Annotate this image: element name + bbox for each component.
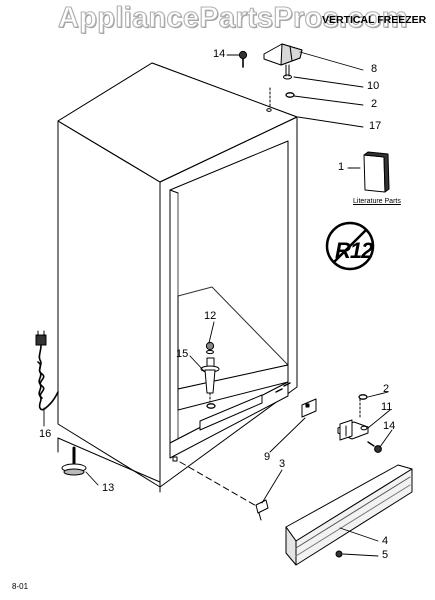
callout-16: 16 bbox=[39, 428, 52, 440]
callout-12: 12 bbox=[204, 310, 217, 322]
screw-14-top bbox=[238, 50, 248, 68]
revision-code: 8-01 bbox=[12, 582, 29, 591]
callout-9: 9 bbox=[264, 451, 271, 463]
diagram-heading: VERTICAL FREEZER bbox=[322, 14, 427, 26]
r12-prohibited-icon bbox=[325, 221, 375, 271]
callout-13: 13 bbox=[102, 482, 115, 494]
callout-3: 3 bbox=[279, 458, 286, 470]
callout-14-top: 14 bbox=[213, 48, 226, 60]
literature-parts-label: Literature Parts bbox=[353, 198, 401, 205]
callout-14-bottom: 14 bbox=[383, 420, 396, 432]
refrigerant-r12-text: R12 bbox=[335, 238, 373, 263]
cabinet-body bbox=[57, 62, 298, 488]
watermark-logo: AppliancePartsPros.com bbox=[57, 1, 408, 34]
callout-10: 10 bbox=[367, 80, 380, 92]
drain-parts bbox=[200, 341, 220, 409]
callout-1: 1 bbox=[338, 161, 345, 173]
leveling-leg bbox=[61, 446, 87, 476]
callout-4: 4 bbox=[382, 535, 389, 547]
callout-2-top: 2 bbox=[371, 98, 378, 110]
toe-grille-assembly bbox=[179, 461, 413, 566]
callout-11: 11 bbox=[381, 401, 393, 413]
literature-booklet-icon bbox=[363, 151, 390, 193]
leader-lines bbox=[43, 51, 393, 557]
callout-8: 8 bbox=[371, 63, 378, 75]
top-hinge-assembly bbox=[263, 43, 303, 112]
callout-2-bottom: 2 bbox=[383, 383, 390, 395]
power-cord bbox=[35, 330, 59, 411]
callout-5: 5 bbox=[382, 549, 389, 561]
bottom-hinge-assembly bbox=[301, 394, 382, 453]
callout-15: 15 bbox=[176, 348, 189, 360]
callout-17: 17 bbox=[369, 120, 382, 132]
